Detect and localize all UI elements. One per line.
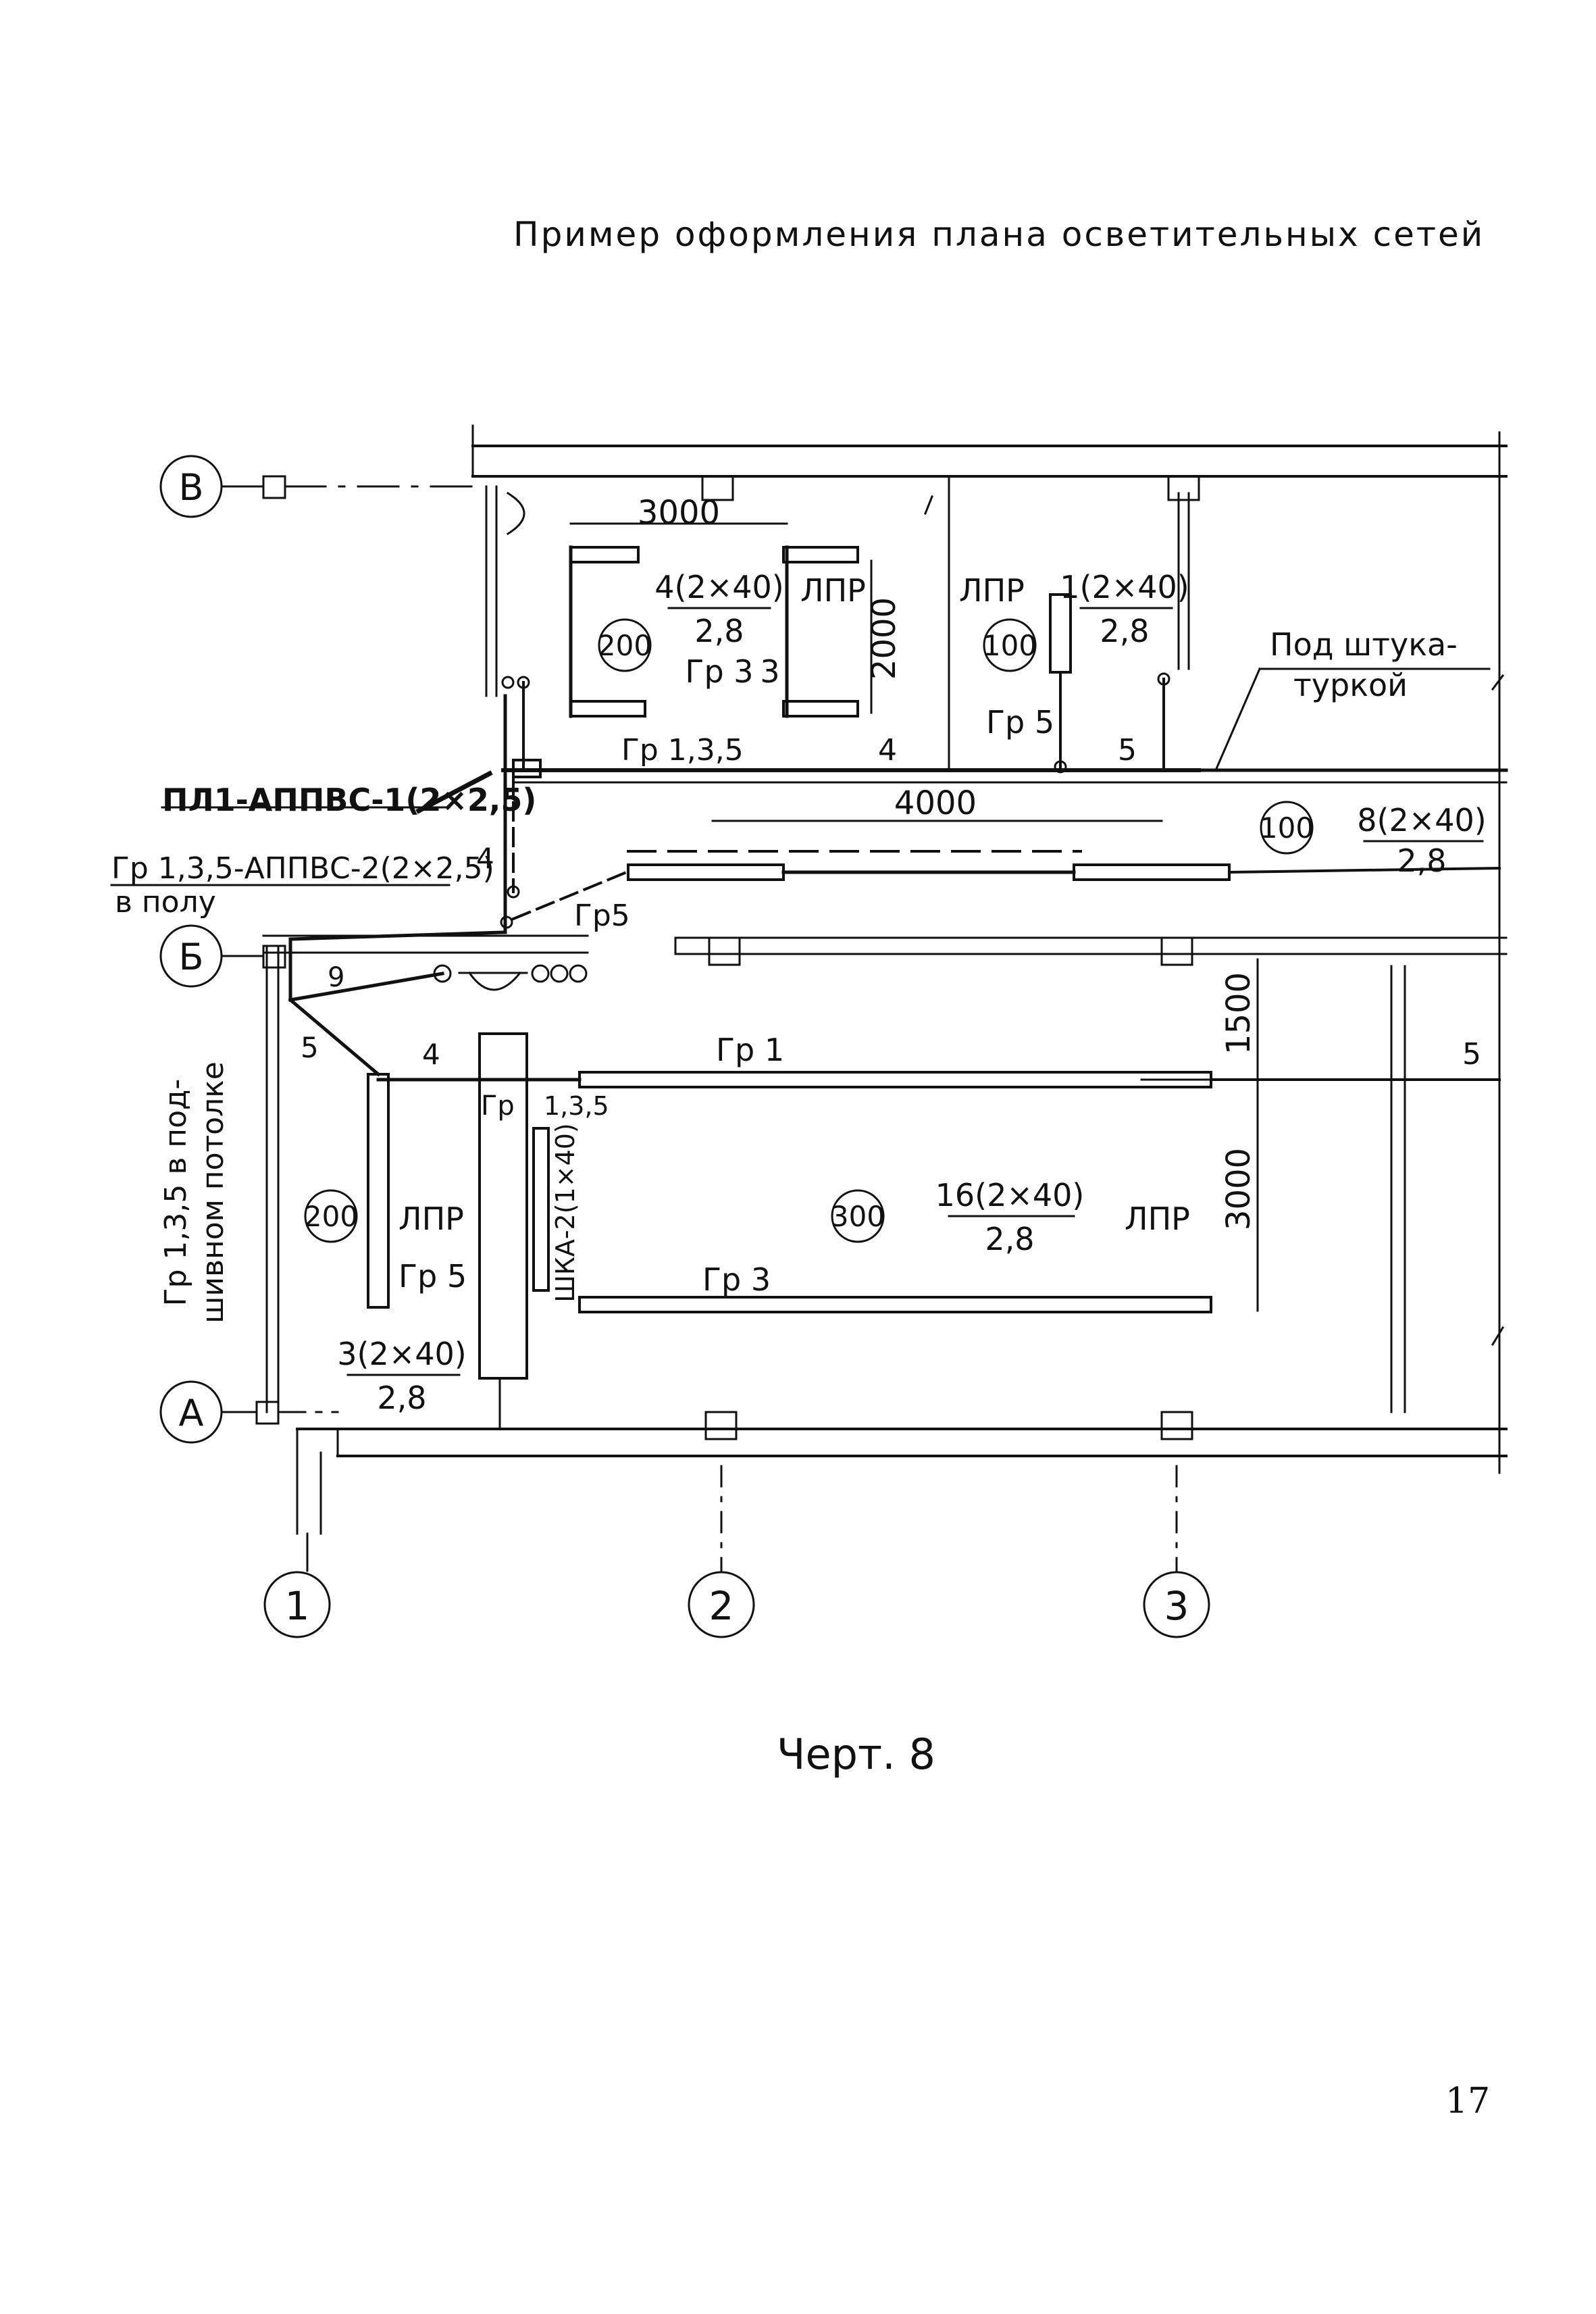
- label-pl1: ПЛ1-АППВС-1(2×2,5): [162, 782, 536, 818]
- dim-3000-top: 3000: [638, 494, 720, 532]
- hall-type: ЛПР: [1125, 1201, 1190, 1237]
- label-vertical-2: шивном потолке: [196, 1061, 230, 1324]
- label-gr5-mid: Гр5: [574, 899, 630, 933]
- wiring: [288, 678, 1501, 1082]
- label-gr135-top: Гр 1,3,5: [621, 733, 744, 768]
- label-wire-5-top: 5: [1118, 733, 1137, 768]
- dim-4000: 4000: [894, 784, 977, 822]
- dimension-lines: [569, 522, 1268, 1312]
- lux-circles: [110, 607, 1491, 1376]
- axis-label-b: Б: [178, 936, 203, 978]
- room1-height: 2,8: [694, 613, 744, 649]
- room1-type: ЛПР: [800, 572, 866, 609]
- room-left-lux: 200: [304, 1200, 358, 1233]
- label-gr-panel-nums: 1,3,5: [544, 1091, 609, 1121]
- room-left-fixture: 3(2×40): [337, 1336, 467, 1372]
- room1-wires: 3: [760, 653, 779, 690]
- grid-axes: [159, 455, 1210, 1638]
- room1-fixture: 4(2×40): [654, 569, 784, 605]
- dim-1500: 1500: [1220, 972, 1258, 1055]
- room2-height: 2,8: [1100, 613, 1149, 649]
- label-vertical-1: Гр 1,3,5 в под-: [159, 1079, 193, 1307]
- room1-group: Гр 3: [685, 653, 753, 690]
- label-wire-5-left: 5: [301, 1031, 319, 1064]
- label-wire-9: 9: [328, 962, 344, 993]
- room-left-type: ЛПР: [398, 1201, 464, 1237]
- dim-2000: 2000: [865, 597, 903, 680]
- label-gr135-app: Гр 1,3,5-АППВС-2(2×2,5): [111, 851, 494, 886]
- label-pod-shtuk-1: Под штука-: [1270, 626, 1458, 663]
- axis-label-2: 2: [709, 1583, 734, 1629]
- label-wire-5-right: 5: [1462, 1037, 1481, 1072]
- hall-group3: Гр 3: [702, 1261, 771, 1298]
- corridor-height: 2,8: [1397, 842, 1446, 879]
- label-wire-4-left: 4: [422, 1038, 440, 1071]
- hall-height: 2,8: [985, 1221, 1034, 1257]
- label-pod-shtuk-2: туркой: [1293, 667, 1408, 703]
- figure-caption: Черт. 8: [777, 1730, 935, 1779]
- corridor-lux: 100: [1260, 811, 1314, 845]
- label-gr-panel: Гр: [481, 1090, 515, 1122]
- corridor-fixture: 8(2×40): [1357, 802, 1487, 838]
- label-v-polu: в полу: [115, 885, 216, 920]
- room2-lux: 100: [983, 629, 1037, 662]
- hall-group1: Гр 1: [716, 1032, 784, 1068]
- room1-lux: 200: [598, 629, 652, 662]
- axis-label-a: А: [179, 1392, 204, 1434]
- room2-group: Гр 5: [986, 704, 1054, 740]
- label-shk: ШКА-2(1×40): [550, 1123, 580, 1303]
- axis-label-1: 1: [285, 1583, 310, 1629]
- room-left-height: 2,8: [377, 1380, 426, 1416]
- hall-lux: 300: [831, 1200, 885, 1233]
- room2-fixture: 1(2×40): [1060, 569, 1189, 605]
- room2-type: ЛПР: [959, 572, 1025, 609]
- label-wire-4-top: 4: [878, 733, 897, 768]
- room-left-group: Гр 5: [398, 1258, 467, 1294]
- axis-label-3: 3: [1164, 1583, 1189, 1629]
- axis-label-v: В: [178, 466, 203, 509]
- page-number: 17: [1445, 2081, 1491, 2121]
- hall-fixture: 16(2×40): [935, 1177, 1085, 1213]
- label-wire-4-mid: 4: [476, 842, 494, 875]
- page-title: Пример оформления плана осветительных се…: [513, 215, 1485, 254]
- dim-3000-right: 3000: [1220, 1148, 1258, 1230]
